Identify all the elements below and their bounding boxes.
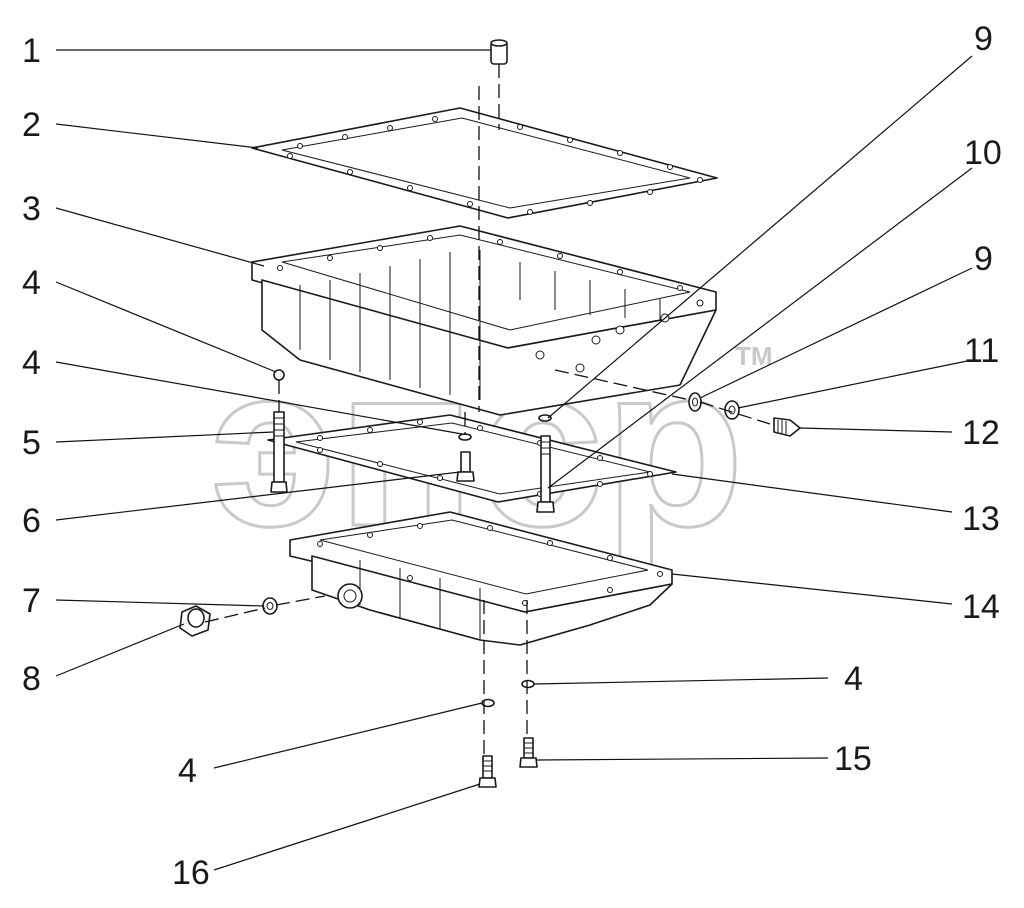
assembly-axes: [204, 64, 771, 755]
callout-9-a: 9: [974, 20, 993, 58]
part-14-lower-oil-pan: [289, 511, 673, 646]
callout-5: 5: [22, 424, 41, 462]
part-7-washer: [262, 597, 278, 615]
callout-8: 8: [22, 660, 41, 698]
part-4-lower-washer-right: [521, 679, 535, 689]
part-12-plug: [773, 417, 801, 437]
callout-15: 15: [834, 740, 872, 778]
callout-4-b: 4: [22, 344, 41, 382]
callout-6: 6: [22, 502, 41, 540]
callout-14: 14: [962, 588, 1000, 626]
part-16-bolt: [478, 755, 497, 788]
part-2-upper-gasket: [251, 107, 718, 219]
callout-1: 1: [22, 32, 41, 70]
part-6-bolt: [456, 433, 475, 482]
callout-3: 3: [22, 190, 41, 228]
callout-11: 11: [964, 332, 999, 370]
callout-2: 2: [22, 106, 41, 144]
callout-9-b: 9: [974, 240, 993, 278]
callout-12: 12: [962, 414, 1000, 452]
callout-4-a: 4: [22, 264, 41, 302]
callout-10: 10: [964, 134, 1002, 172]
callout-4-c: 4: [844, 660, 863, 698]
part-3-upper-oil-pan: [251, 225, 717, 416]
part-8-drain-plug: [179, 605, 211, 637]
part-5-long-bolt: [270, 369, 288, 493]
callout-7: 7: [22, 582, 41, 620]
part-9-washer: [688, 392, 702, 412]
gasket-holes: [287, 116, 703, 215]
leader-lines: [55, 49, 973, 871]
part-15-bolt: [519, 737, 538, 768]
callout-labels: 1 2 3 4 4 5 6 7 8 9 10 9 11 12 13 14 4 1…: [22, 20, 1002, 892]
callout-4-d: 4: [178, 752, 197, 790]
part-1-dowel: [490, 39, 508, 65]
callout-13: 13: [962, 500, 1000, 538]
callout-16: 16: [172, 854, 210, 892]
part-10-long-bolt: [536, 414, 555, 513]
part-13-lower-gasket: [267, 414, 677, 503]
